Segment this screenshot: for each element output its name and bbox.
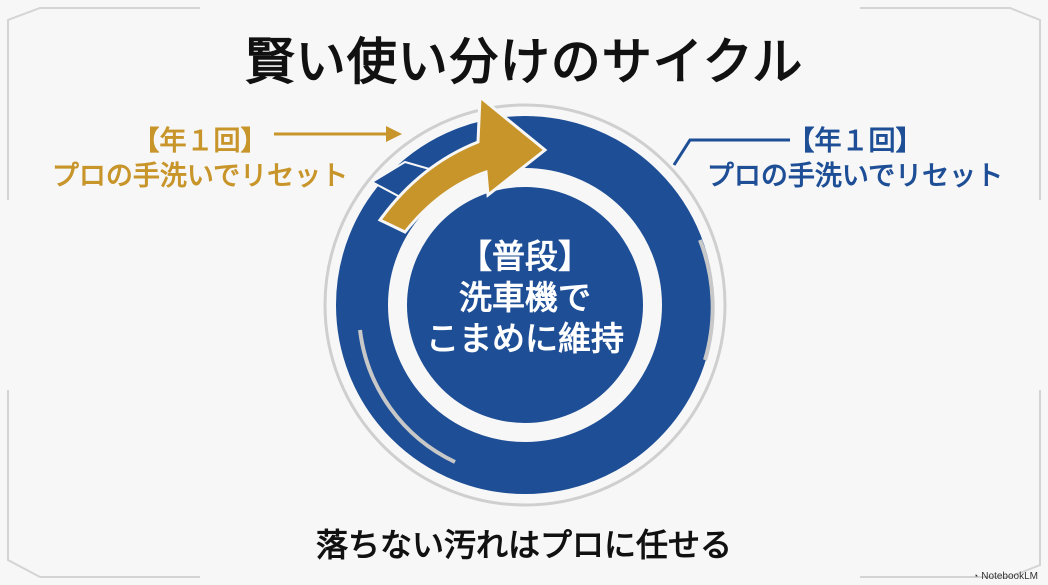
slide-frame — [7, 7, 1041, 578]
grey-accent-arc — [698, 239, 715, 361]
right-annotation: 【年１回】 プロの手洗いでリセット — [690, 124, 1020, 194]
right-annotation-line1: 【年１回】 — [787, 126, 923, 157]
center-disc — [407, 187, 643, 423]
slide-title: 賢い使い分けのサイクル — [244, 33, 804, 91]
grey-accent-arc — [358, 329, 456, 464]
center-label: 【普段】 洗車機で こまめに維持 — [410, 236, 640, 359]
center-label-line2: 洗車機で — [459, 278, 591, 317]
gold-cycle-arrow — [377, 93, 548, 234]
outer-decor-ring — [323, 103, 727, 507]
center-label-line1: 【普段】 — [459, 237, 591, 276]
center-label-line3: こまめに維持 — [426, 319, 624, 358]
left-annotation-line2: プロの手洗いでリセット — [51, 161, 349, 192]
left-annotation: 【年１回】 プロの手洗いでリセット — [30, 124, 370, 194]
brand-text: NotebookLM — [981, 571, 1038, 582]
ring-gap — [389, 169, 661, 441]
bottom-caption: 落ちない汚れはプロに任せる — [315, 526, 732, 564]
gold-pointer-arrowhead — [386, 126, 402, 142]
blue-leader-line — [672, 138, 790, 166]
left-annotation-line1: 【年１回】 — [132, 126, 268, 157]
brand-watermark: ◔NotebookLM — [973, 571, 1038, 582]
right-annotation-line2: プロの手洗いでリセット — [706, 161, 1004, 192]
notebooklm-logo-icon: ◔ — [972, 571, 979, 581]
